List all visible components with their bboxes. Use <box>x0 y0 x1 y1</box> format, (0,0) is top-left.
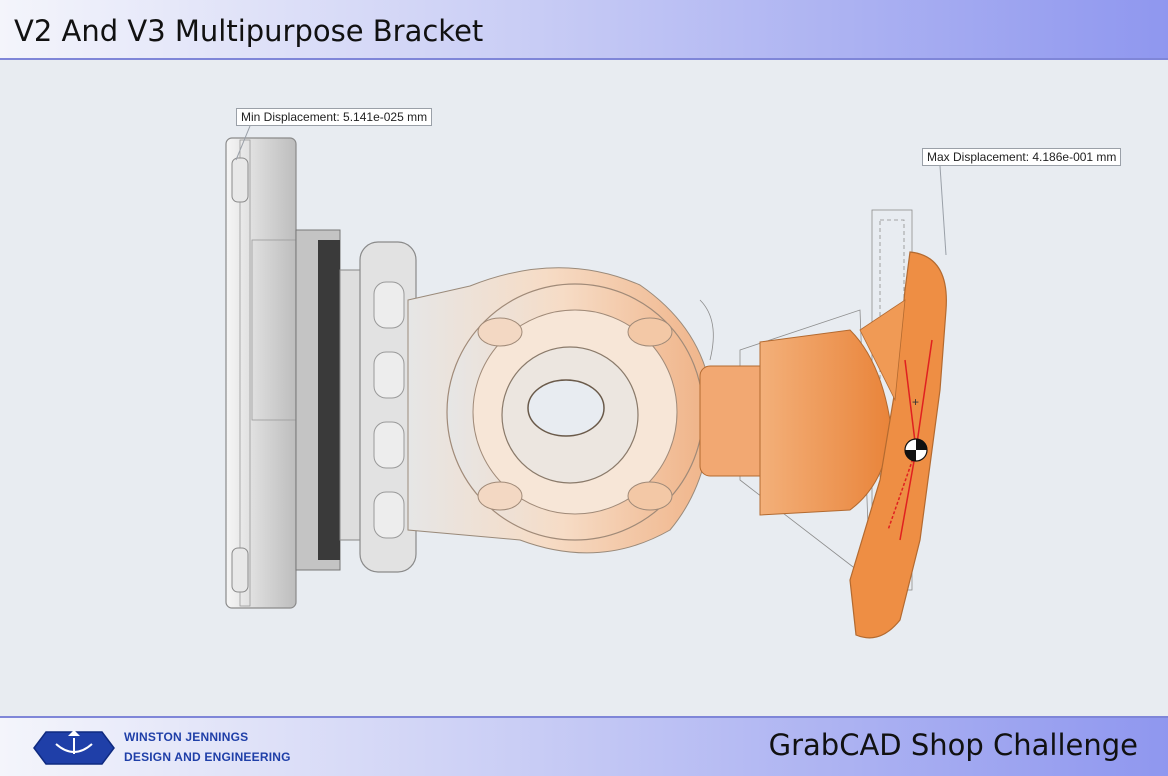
bracket-model: + <box>225 125 947 639</box>
min-leader-line <box>235 125 251 161</box>
min-displacement-label: Min Displacement: 5.141e-025 mm <box>236 108 433 126</box>
challenge-title: GrabCAD Shop Challenge <box>768 728 1138 762</box>
svg-text:+: + <box>912 395 919 409</box>
footer-bar: WINSTON JENNINGS DESIGN AND ENGINEERING … <box>0 716 1168 776</box>
max-leader-line <box>939 165 947 256</box>
collar <box>359 241 417 573</box>
company-name: WINSTON JENNINGS DESIGN AND ENGINEERING <box>124 727 291 767</box>
title-bar: V2 And V3 Multipurpose Bracket <box>0 0 1168 60</box>
cad-viewport[interactable]: + Min Displacement: 5.141e-025 mm Max Di… <box>0 60 1168 716</box>
deformed-mount <box>699 251 947 639</box>
ball-housing <box>407 267 713 554</box>
company-logo-icon <box>33 730 115 765</box>
max-displacement-label: Max Displacement: 4.186e-001 mm <box>922 148 1122 166</box>
company-line-1: WINSTON JENNINGS <box>124 730 249 744</box>
page-title: V2 And V3 Multipurpose Bracket <box>14 14 484 48</box>
max-displacement-marker: + <box>887 339 933 541</box>
left-flange <box>225 137 371 609</box>
company-line-2: DESIGN AND ENGINEERING <box>124 750 291 764</box>
